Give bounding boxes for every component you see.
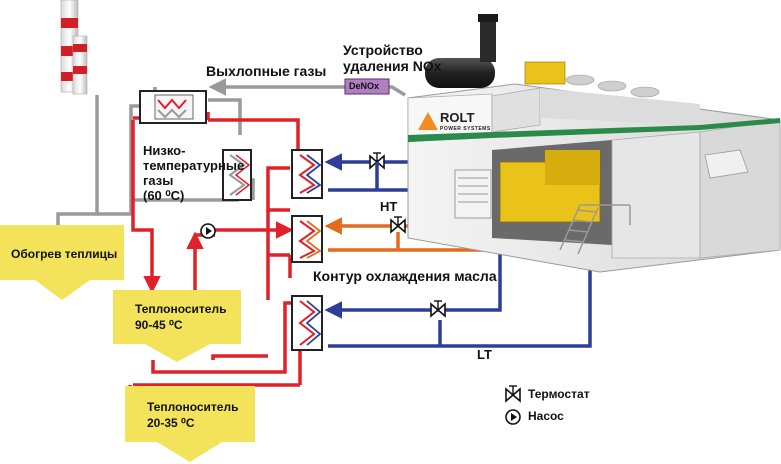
legend-pump-icon [505, 409, 521, 425]
heat-exchanger-exhaust [139, 90, 207, 124]
heat-exchanger-low-temp [222, 149, 252, 201]
generator-container [407, 14, 781, 273]
coolant-high-label: Теплоноситель 90-45 ⁰C [135, 302, 227, 332]
exhaust-gases-label: Выхлопные газы [206, 63, 327, 79]
logo-brand: ROLT [440, 110, 475, 125]
legend-pump-label: Насос [528, 409, 564, 423]
heat-exchanger-oil [291, 215, 323, 263]
low-temp-gases-label: Низко- температурные газы (60 ⁰C) [143, 143, 245, 203]
thermostat-ht-icon [369, 152, 385, 190]
ht-label: HT [380, 199, 398, 214]
denox-label: DeNOx [349, 81, 380, 91]
thermostat-oil-icon [390, 216, 406, 234]
coolant-low-label: Теплоноситель 20-35 ⁰C [147, 400, 239, 430]
logo-sub: POWER SYSTEMS [440, 126, 491, 132]
coolant-low-box [125, 386, 255, 462]
nox-device-label: Устройство удаления NOx [343, 42, 442, 75]
oil-cooling-label: Контур охлаждения масла [313, 268, 497, 284]
greenhouse-heating-label: Обогрев теплицы [11, 247, 118, 261]
chimneys [60, 0, 88, 95]
legend-thermostat-label: Термостат [528, 387, 590, 401]
legend-thermostat-icon [505, 385, 521, 403]
pump-icon [200, 223, 216, 239]
denox-unit [344, 78, 390, 95]
lt-label: LT [477, 347, 492, 362]
cooling-pipes-blue [324, 153, 592, 348]
heat-exchanger-ht [291, 149, 323, 199]
coolant-high-box [113, 290, 241, 362]
thermostat-lt-icon [430, 300, 446, 318]
heat-exchanger-lt [291, 295, 323, 351]
greenhouse-heating-box [0, 225, 124, 300]
